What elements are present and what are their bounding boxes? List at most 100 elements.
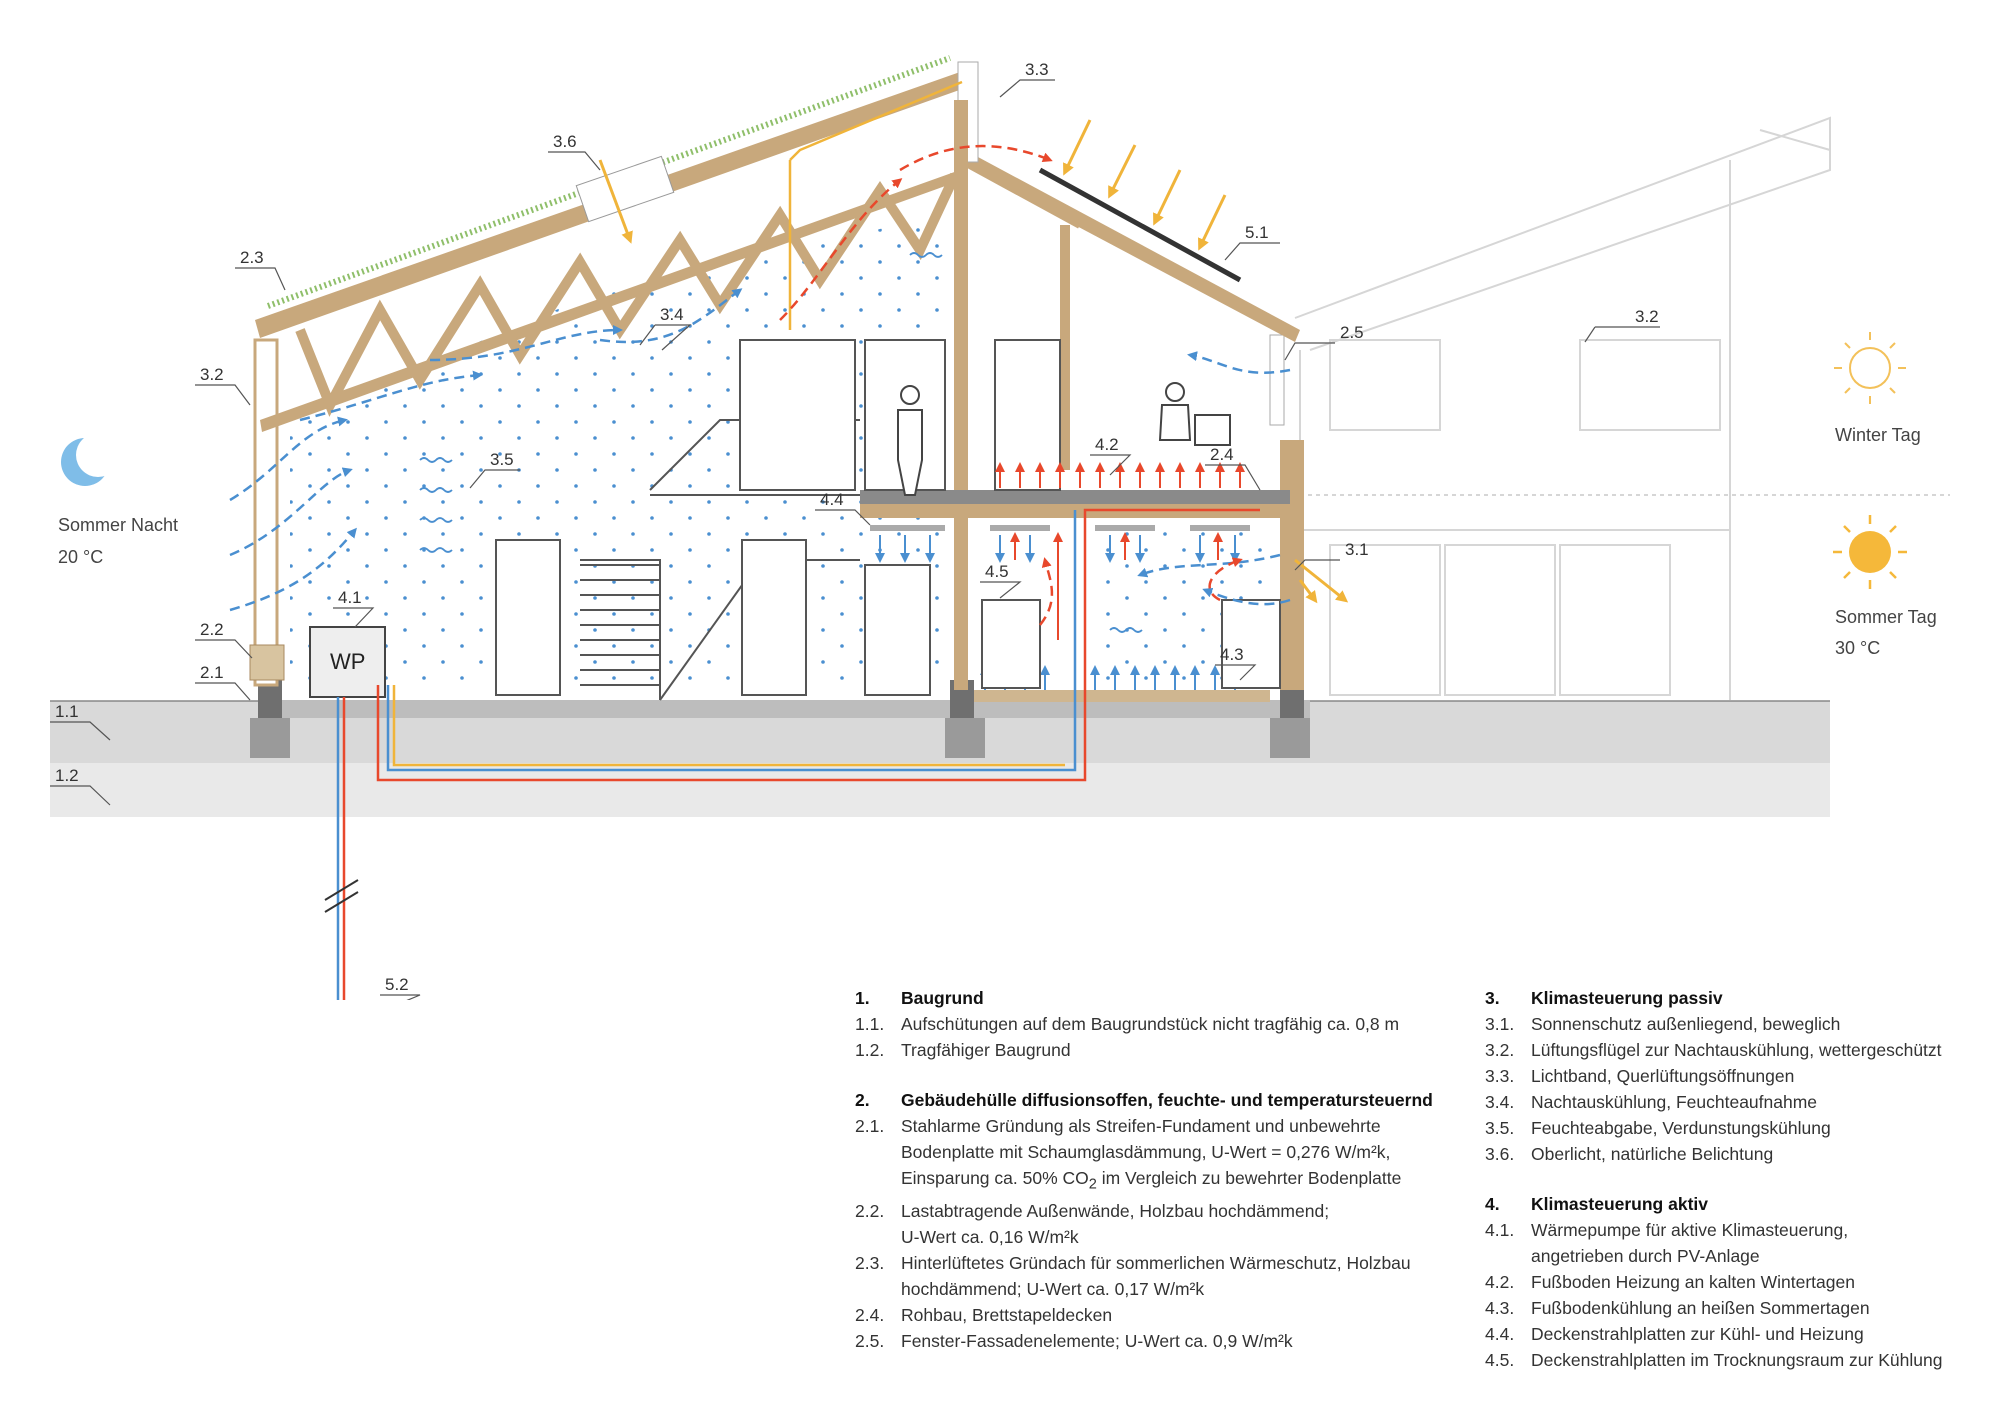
foundations — [250, 680, 1310, 758]
legend-line: Einsparung ca. 50% CO — [901, 1168, 1089, 1188]
label-3-4: 3.4 — [660, 305, 684, 324]
legend-item-number: 2.1. — [855, 1116, 885, 1136]
legend-item-text: Rohbau, Brettstapeldecken — [901, 1304, 1113, 1325]
legend-item-number: 1.2. — [855, 1040, 885, 1060]
legend-item-number: 3.3. — [1485, 1066, 1515, 1086]
legend-line: U-Wert ca. 0,16 W/m²k — [901, 1226, 1079, 1247]
legend-item-number: 4.5. — [1485, 1350, 1515, 1370]
legend-line: Bodenplatte mit Schaumglasdämmung, U-Wer… — [901, 1142, 1391, 1162]
legend-section-1: 1. Baugrund 1.1. Aufschütungen auf dem Bau… — [855, 985, 1465, 1063]
legend-item-number: 4.1. — [1485, 1220, 1515, 1240]
legend: 1. Baugrund 1.1. Aufschütungen auf dem Bau… — [855, 985, 1995, 1405]
label-2-2: 2.2 — [200, 620, 224, 639]
legend-item-number: 3.5. — [1485, 1118, 1515, 1138]
label-4-5: 4.5 — [985, 562, 1009, 581]
people — [897, 382, 1231, 496]
label-4-3: 4.3 — [1220, 645, 1244, 664]
ground-floor-slab — [270, 700, 1310, 718]
legend-item-number: 2.5. — [855, 1330, 885, 1351]
legend-item-text: Nachtauskühlung, Feuchteaufnahme — [1531, 1092, 1818, 1112]
label-1-2: 1.2 — [55, 766, 79, 785]
label-4-4: 4.4 — [820, 490, 844, 509]
label-2-1: 2.1 — [200, 663, 224, 682]
summer-night-label: Sommer Nacht — [58, 515, 178, 535]
legend-section-title: Gebäudehülle diffusionsoffen, feuchte- u… — [901, 1090, 1433, 1110]
legend-section-3: 3.Klimasteuerung passiv 3.1.Sonnenschutz… — [1485, 985, 1995, 1167]
legend-section-4: 4.Klimasteuerung aktiv 4.1. Wärmepumpe f… — [1485, 1191, 1995, 1373]
legend-section-number: 2. — [855, 1090, 870, 1110]
label-3-2-left: 3.2 — [200, 365, 224, 384]
label-3-3: 3.3 — [1025, 60, 1049, 79]
legend-item-text: Aufschütungen auf dem Baugrundstück nich… — [901, 1014, 1400, 1034]
legend-column-2: 3.Klimasteuerung passiv 3.1.Sonnenschutz… — [1485, 985, 1995, 1397]
legend-item-number: 2.4. — [855, 1304, 885, 1325]
heat-pump — [309, 626, 386, 698]
legend-item-text: Wärmepumpe für aktive Klimasteuerung,ang… — [1531, 1217, 1995, 1269]
night-cooling-airflow — [229, 288, 1291, 612]
legend-item-text: Sonnenschutz außenliegend, beweglich — [1531, 1014, 1841, 1034]
legend-line: Stahlarme Gründung als Streifen-Fundamen… — [901, 1116, 1381, 1136]
warm-exhaust-airflow — [779, 144, 1243, 626]
moon-icon — [61, 433, 120, 486]
summer-day-label: Sommer Tag — [1835, 607, 1937, 627]
legend-item-number: 3.6. — [1485, 1144, 1515, 1164]
label-3-1: 3.1 — [1345, 540, 1369, 559]
sun-rays — [598, 119, 1349, 604]
label-5-2: 5.2 — [385, 975, 409, 994]
label-3-6: 3.6 — [553, 132, 577, 151]
legend-item-text: Fußboden Heizung an kalten Wintertagen — [1531, 1272, 1855, 1292]
legend-item-text: Deckenstrahlplatten im Trocknungsraum zu… — [1531, 1350, 1943, 1370]
label-2-5: 2.5 — [1340, 323, 1364, 342]
label-3-5: 3.5 — [490, 450, 514, 469]
pipe-break-symbol — [324, 879, 359, 913]
legend-item-text: Oberlicht, natürliche Belichtung — [1531, 1144, 1774, 1164]
legend-item-text: Fenster-Fassadenelemente; U-Wert ca. 0,9… — [901, 1330, 1293, 1351]
legend-line: Wärmepumpe für aktive Klimasteuerung, — [1531, 1220, 1849, 1240]
legend-item-number: 4.3. — [1485, 1298, 1515, 1318]
legend-item-text: Hinterlüftetes Gründach für sommerlichen… — [901, 1250, 1465, 1302]
interior-structure — [860, 100, 1290, 690]
label-3-2-right: 3.2 — [1635, 307, 1659, 326]
neighbour-house — [1294, 116, 1950, 700]
legend-item-number: 3.2. — [1485, 1040, 1515, 1060]
pipes — [336, 80, 1260, 1000]
legend-section-number: 3. — [1485, 988, 1500, 1008]
legend-line: Hinterlüftetes Gründach für sommerlichen… — [901, 1252, 1411, 1273]
label-4-1: 4.1 — [338, 588, 362, 607]
co2-subscript: 2 — [1088, 1176, 1097, 1193]
label-2-3: 2.3 — [240, 248, 264, 267]
legend-line: im Vergleich zu bewehrter Bodenplatte — [1096, 1168, 1402, 1188]
legend-item-text: Stahlarme Gründung als Streifen-Fundamen… — [901, 1113, 1465, 1198]
summer-night-temp: 20 °C — [58, 547, 103, 567]
legend-item-text: Deckenstrahlplatten zur Kühl- und Heizun… — [1531, 1324, 1864, 1344]
label-4-2: 4.2 — [1095, 435, 1119, 454]
drying-machines — [981, 599, 1281, 689]
legend-item-text: Lastabtragende Außenwände, Holzbau hochd… — [901, 1198, 1465, 1250]
legend-section-title: Klimasteuerung passiv — [1531, 988, 1723, 1008]
right-roof — [957, 61, 1300, 342]
ceiling-radiant-panels — [870, 525, 1250, 640]
legend-item-number: 4.2. — [1485, 1272, 1515, 1292]
sun-filled-icon — [1833, 515, 1907, 589]
legend-item-text: Tragfähiger Baugrund — [901, 1040, 1071, 1060]
legend-item-text: Lichtband, Querlüftungsöffnungen — [1531, 1066, 1795, 1086]
label-1-1: 1.1 — [55, 702, 79, 721]
sun-outline-icon — [1834, 332, 1906, 404]
legend-section-title: Baugrund — [901, 988, 984, 1008]
legend-item-number: 3.4. — [1485, 1092, 1515, 1112]
legend-item-text: Fußbodenkühlung an heißen Sommertagen — [1531, 1298, 1870, 1318]
label-leaders — [50, 79, 1660, 1000]
building-section-diagram: 1.1 1.2 2.1 2.2 2.3 2.4 2.5 3.1 3.2 3.2 … — [50, 55, 1950, 1000]
legend-item-text: Feuchteabgabe, Verdunstungskühlung — [1531, 1118, 1831, 1138]
legend-line: hochdämmend; U-Wert ca. 0,17 W/m²k — [901, 1278, 1205, 1299]
ground-layers — [50, 700, 1830, 817]
legend-item-number: 4.4. — [1485, 1324, 1515, 1344]
winter-day-label: Winter Tag — [1835, 425, 1921, 445]
floor-heating-arrows — [995, 462, 1245, 488]
summer-day-temp: 30 °C — [1835, 638, 1880, 658]
heat-pump-label: WP — [330, 649, 365, 674]
legend-item-number: 1.1. — [855, 1014, 885, 1034]
legend-section-title: Klimasteuerung aktiv — [1531, 1194, 1708, 1214]
legend-section-number: 1. — [855, 988, 870, 1008]
legend-line: Lastabtragende Außenwände, Holzbau hochd… — [901, 1200, 1330, 1221]
